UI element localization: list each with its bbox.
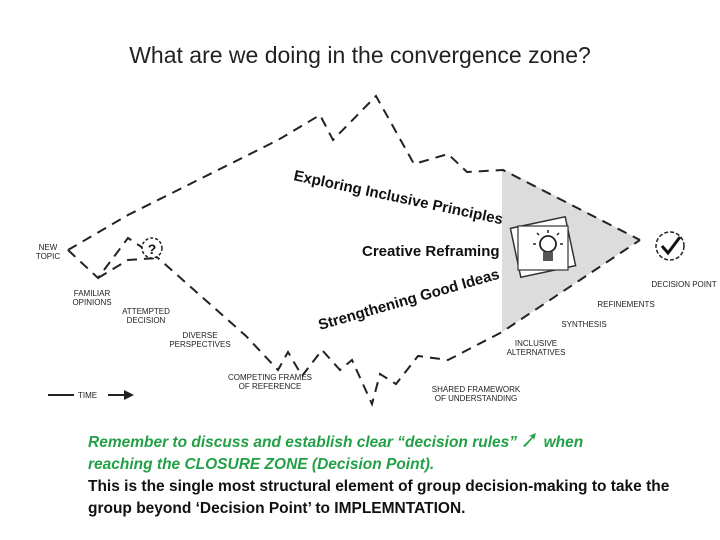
label-shared-2: OF UNDERSTANDING — [435, 394, 518, 403]
lightbulb-icon — [509, 215, 577, 279]
label-new-topic-1: NEW — [39, 243, 58, 252]
label-new-topic-2: TOPIC — [36, 252, 61, 261]
note-block: Remember to discuss and establish clear … — [88, 432, 688, 520]
phrase-reframing: Creative Reframing — [362, 243, 500, 260]
label-familiar-1: FAMILIAR — [74, 289, 111, 298]
label-inclusive-1: INCLUSIVE — [515, 339, 557, 348]
green-arrow-icon — [521, 432, 539, 454]
checkmark-icon — [655, 231, 685, 261]
label-inclusive-2: ALTERNATIVES — [507, 348, 566, 357]
phrase-strengthening: Strengthening Good Ideas — [316, 266, 501, 334]
question-mark-label: ? — [148, 241, 157, 257]
label-competing-1: COMPETING FRAMES — [228, 373, 312, 382]
label-familiar-2: OPINIONS — [72, 298, 111, 307]
phrase-exploring: Exploring Inclusive Principles — [292, 167, 504, 228]
time-arrow-icon — [48, 390, 134, 400]
label-attempted-2: DECISION — [127, 316, 166, 325]
question-mark-icon — [141, 237, 163, 259]
label-synthesis: SYNTHESIS — [561, 320, 606, 329]
note-line1: Remember to discuss and establish clear … — [88, 434, 517, 451]
label-time: TIME — [78, 391, 97, 400]
note-line2: reaching the CLOSURE ZONE (Decision Poin… — [88, 456, 435, 473]
diamond-diagram: ? Exploring Inclusive Principles Creativ… — [36, 94, 717, 407]
label-shared-1: SHARED FRAMEWORK — [432, 385, 521, 394]
note-line1-tail: when — [543, 434, 584, 451]
label-diverse-1: DIVERSE — [182, 331, 217, 340]
label-diverse-2: PERSPECTIVES — [169, 340, 230, 349]
label-competing-2: OF REFERENCE — [239, 382, 302, 391]
note-body: This is the single most structural eleme… — [88, 478, 670, 517]
page-title: What are we doing in the convergence zon… — [129, 42, 591, 68]
label-decision-point: DECISION POINT — [651, 280, 716, 289]
label-attempted-1: ATTEMPTED — [122, 307, 170, 316]
label-refinements: REFINEMENTS — [597, 300, 654, 309]
